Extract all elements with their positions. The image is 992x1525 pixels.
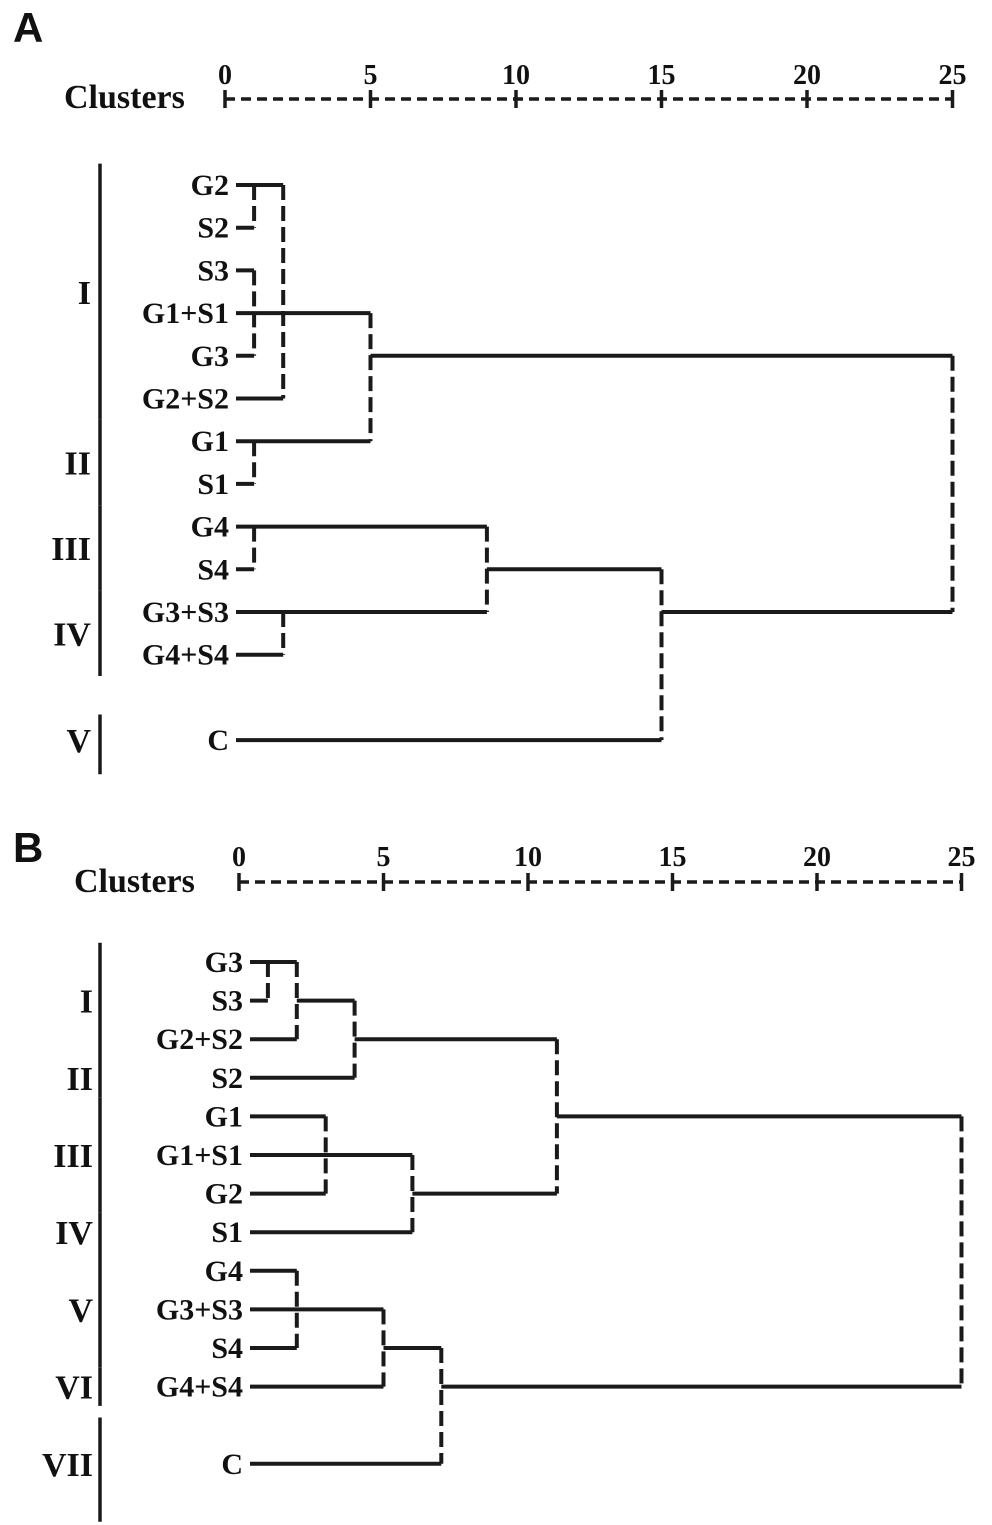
leaf-label: S4	[211, 1332, 243, 1365]
leaf-label: G4+S4	[156, 1371, 243, 1404]
cluster-numeral: IV	[53, 616, 91, 653]
cluster-numeral: VII	[42, 1447, 93, 1484]
cluster-numeral: V	[68, 1292, 93, 1329]
leaf-label: G4	[205, 1255, 243, 1288]
leaf-label: S1	[197, 468, 229, 501]
cluster-numeral: II	[67, 1061, 93, 1098]
axis-tick-label: 10	[502, 60, 530, 91]
axis-tick-label: 20	[793, 60, 821, 91]
axis-tick-label: 20	[803, 842, 831, 873]
cluster-numeral: IV	[55, 1215, 93, 1252]
leaf-label: C	[207, 724, 229, 757]
axis-tick-label: 5	[377, 842, 391, 873]
cluster-numeral: VI	[55, 1370, 93, 1407]
leaf-label: G4+S4	[142, 639, 229, 672]
axis-tick-label: 0	[218, 60, 232, 91]
leaf-label: S2	[197, 212, 229, 245]
leaf-label: S3	[211, 985, 243, 1018]
axis-tick-label: 0	[232, 842, 246, 873]
leaf-label: G1+S1	[156, 1139, 243, 1172]
leaf-label: G3+S3	[156, 1293, 243, 1326]
axis-tick-label: 25	[939, 60, 967, 91]
leaf-label: G4	[191, 511, 229, 544]
axis-tick-label: 5	[364, 60, 378, 91]
leaf-label: C	[221, 1448, 243, 1481]
leaf-label: G1	[205, 1100, 243, 1133]
leaf-label: G1+S1	[142, 297, 229, 330]
cluster-numeral: I	[78, 275, 91, 312]
leaf-label: G3+S3	[142, 596, 229, 629]
cluster-numeral: III	[51, 531, 91, 568]
leaf-label: G3	[205, 946, 243, 979]
panel-b-label: B	[13, 824, 44, 871]
cluster-numeral: III	[53, 1138, 93, 1175]
axis-tick-label: 15	[648, 60, 676, 91]
axis-tick-label: 25	[948, 842, 976, 873]
leaf-label: G2+S2	[156, 1023, 243, 1056]
panel-a-axis-title: Clusters	[64, 79, 185, 116]
leaf-label: G2	[205, 1178, 243, 1211]
leaf-label: S4	[197, 553, 229, 586]
axis-tick-label: 10	[514, 842, 542, 873]
leaf-label: S1	[211, 1216, 243, 1249]
cluster-numeral: V	[66, 723, 91, 760]
leaf-label: G2+S2	[142, 383, 229, 416]
leaf-label: G2	[191, 169, 229, 202]
leaf-label: S3	[197, 254, 229, 287]
cluster-numeral: I	[80, 984, 93, 1021]
panel-a-label: A	[13, 4, 44, 51]
panel-b-axis-title: Clusters	[74, 863, 195, 900]
leaf-label: G1	[191, 425, 229, 458]
leaf-label: S2	[211, 1062, 243, 1095]
cluster-numeral: II	[65, 446, 91, 483]
leaf-label: G3	[191, 340, 229, 373]
axis-tick-label: 15	[659, 842, 687, 873]
